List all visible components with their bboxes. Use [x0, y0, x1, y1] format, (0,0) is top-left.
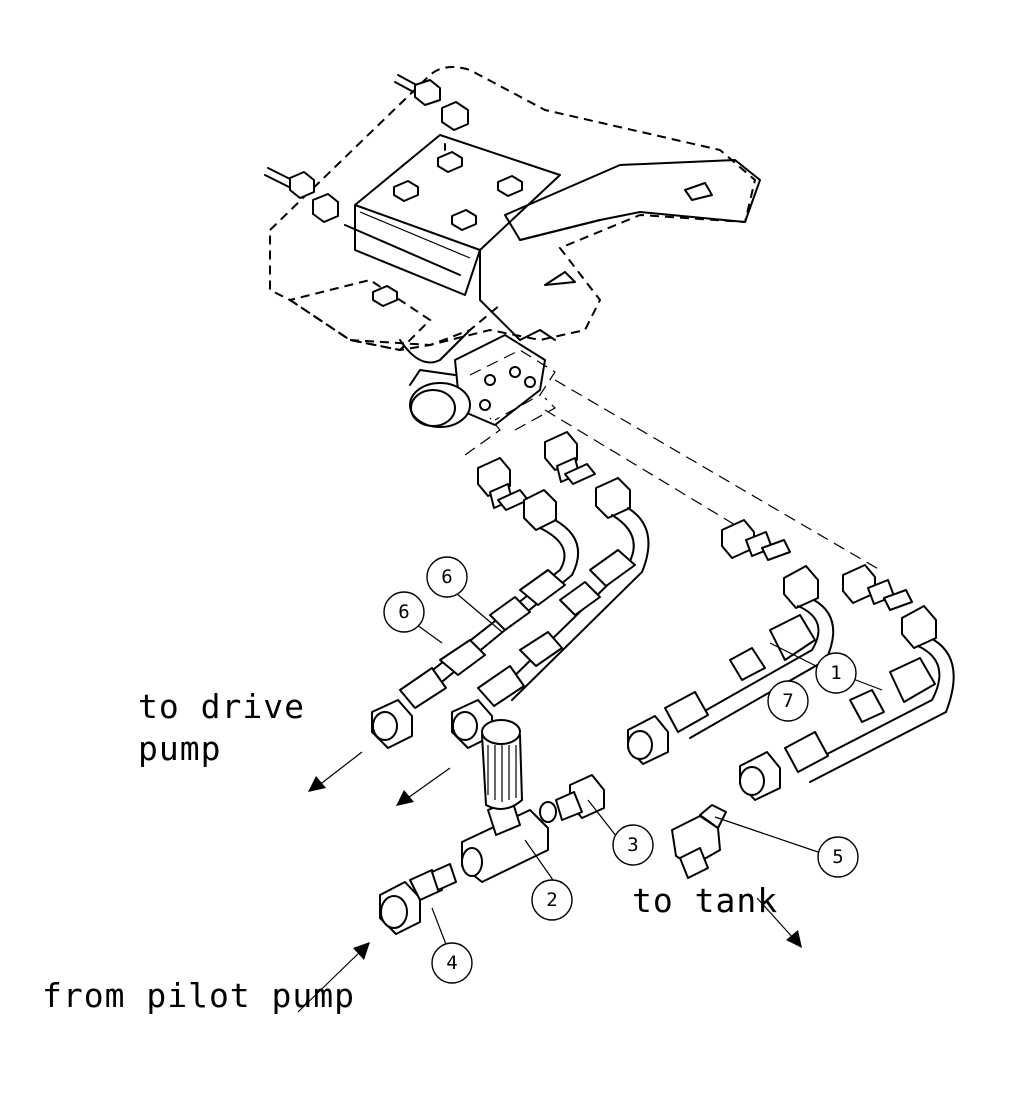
balloon-5: 5 [817, 836, 859, 878]
arrow-from-pilot-pump [297, 942, 370, 1013]
svg-text:2: 2 [546, 889, 557, 911]
balloon-6-lower: 6 [383, 591, 425, 633]
adapter-fitting-a [477, 457, 529, 511]
adapter-fitting-d [842, 564, 913, 611]
balloon-7: 7 [767, 680, 809, 722]
arrow-to-tank [756, 897, 802, 948]
bolt-head-4 [451, 209, 477, 231]
bolt-head-5 [372, 285, 398, 307]
connector-fitting-3 [539, 774, 605, 823]
label-to-drive-pump-line1: to drive [138, 687, 305, 726]
svg-text:1: 1 [830, 662, 841, 684]
svg-text:4: 4 [446, 952, 457, 974]
hose-6-left [371, 489, 580, 749]
svg-text:6: 6 [441, 566, 452, 588]
pilot-valve-assembly [264, 65, 761, 428]
union-fitting-4 [379, 863, 457, 935]
hose-7 [627, 565, 835, 765]
mounting-stud-1 [394, 74, 469, 131]
bolt-head-3 [497, 175, 523, 197]
balloon-2: 2 [531, 879, 573, 921]
elbow-fitting-5 [671, 804, 727, 879]
svg-text:6: 6 [398, 601, 409, 623]
adapter-fitting-c [721, 519, 791, 561]
label-to-tank: to tank [632, 881, 778, 920]
label-from-pilot-pump: from pilot pump [42, 976, 355, 1015]
balloon-3: 3 [612, 824, 654, 866]
flow-control-valve-2 [461, 719, 549, 883]
svg-text:7: 7 [782, 690, 793, 712]
assembly-centerlines [464, 379, 881, 571]
balloon-6-upper: 6 [426, 556, 468, 598]
mounting-stud-2 [264, 167, 339, 223]
arrow-to-drive-pump-1 [308, 751, 363, 792]
svg-text:3: 3 [627, 834, 638, 856]
svg-text:5: 5 [832, 846, 843, 868]
adapter-fitting-b [544, 431, 596, 485]
arrow-to-drive-pump-2 [396, 767, 451, 806]
bolt-head-2 [393, 180, 419, 202]
balloon-4: 4 [431, 942, 473, 984]
balloon-1: 1 [815, 652, 857, 694]
hose-1 [739, 605, 955, 801]
label-to-drive-pump-line2: pump [138, 729, 221, 768]
bolt-head-1 [437, 143, 463, 173]
